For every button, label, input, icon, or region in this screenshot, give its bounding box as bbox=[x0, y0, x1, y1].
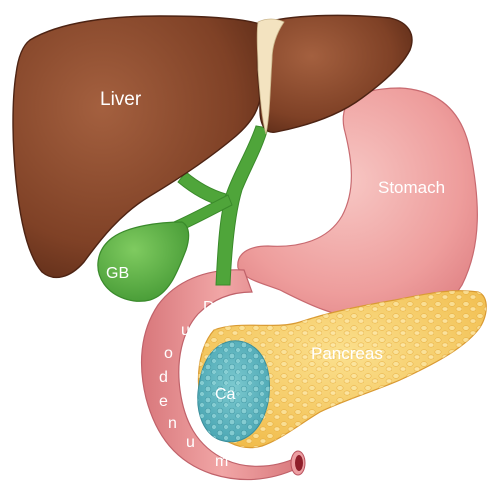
stomach-label: Stomach bbox=[378, 178, 445, 197]
gallbladder-label: GB bbox=[106, 265, 129, 282]
duodenum-letter-5: e bbox=[159, 393, 168, 410]
duodenum-letter-7: u bbox=[186, 434, 195, 451]
carcinoma-label: Ca bbox=[215, 386, 236, 403]
duodenum-letter-6: n bbox=[168, 415, 177, 432]
duodenum-letter-8: m bbox=[215, 453, 228, 470]
duodenum-letter-2: u bbox=[181, 322, 190, 339]
duodenum-letter-1: D bbox=[203, 299, 215, 316]
duodenum-lumen-inner bbox=[295, 455, 303, 471]
duodenum-letter-3: o bbox=[164, 345, 173, 362]
liver-label: Liver bbox=[100, 89, 142, 110]
duodenum-letter-4: d bbox=[159, 369, 168, 386]
pancreas-label: Pancreas bbox=[311, 344, 383, 363]
